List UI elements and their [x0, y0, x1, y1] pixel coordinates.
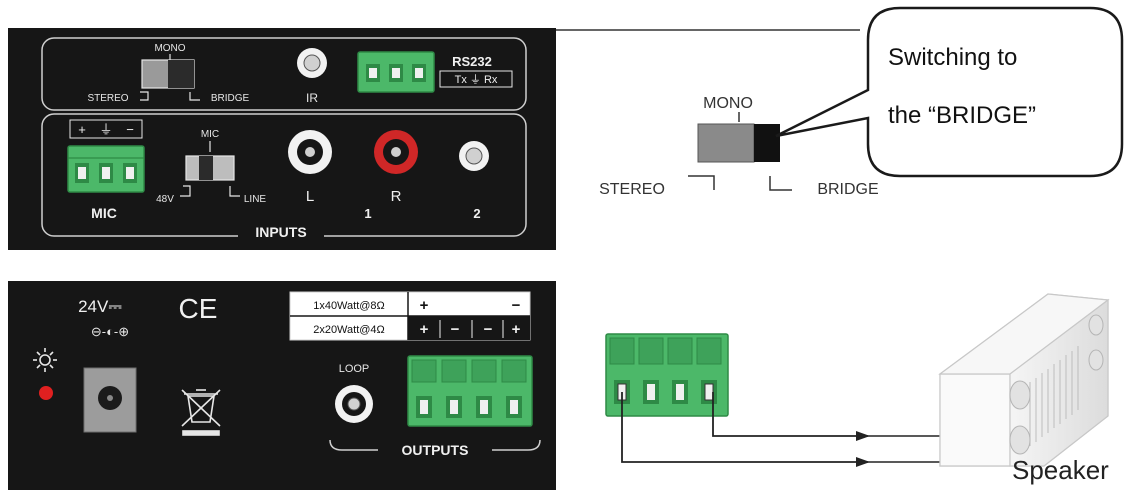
- mic-plus-label: +: [78, 122, 86, 137]
- rca-left-jack[interactable]: L: [288, 130, 332, 205]
- bridge-callout: [775, 6, 1124, 178]
- power-led: [39, 386, 53, 400]
- outputs-row1-plus: +: [420, 297, 429, 314]
- outputs-bracket: [329, 439, 541, 451]
- ir-label: IR: [306, 91, 318, 105]
- wire-negative: [621, 392, 870, 467]
- outputs-row2-minus-b: −: [484, 321, 493, 338]
- detail-mono-label: MONO: [703, 95, 753, 112]
- output-panel: 24V⎓ ⊖-◐-⊕ CE: [8, 281, 556, 498]
- rs232-pins-label: Tx ⏚ Rx: [455, 73, 498, 86]
- outputs-row2-minus-a: −: [451, 321, 460, 338]
- callout-bubble: [775, 6, 1124, 178]
- callout-line-1: Switching to: [888, 44, 1018, 71]
- speaker-label: Speaker: [1012, 455, 1109, 485]
- ce-mark: CE: [179, 293, 218, 324]
- loop-jack[interactable]: LOOP: [335, 363, 373, 423]
- outputs-row1-label: 1x40Watt@8Ω: [313, 300, 385, 312]
- loop-label: LOOP: [339, 363, 370, 375]
- upper-control-group: [41, 37, 527, 111]
- speaker-wiring: [605, 333, 965, 467]
- rs232-title: RS232: [452, 54, 492, 69]
- inputs-label: INPUTS: [255, 224, 306, 240]
- mode-switch-mono-label: MONO: [154, 43, 185, 54]
- output-terminal[interactable]: [407, 355, 533, 427]
- mode-switch-stereo-label: STEREO: [87, 93, 128, 104]
- rs232-terminal[interactable]: [357, 51, 435, 93]
- bridge-switch-detail: MONO STEREO BRIDGE: [599, 95, 879, 198]
- mic-label: MIC: [91, 205, 117, 221]
- power-sun-icon: [33, 348, 57, 372]
- outputs-row2-plus-a: +: [420, 321, 429, 338]
- rca-left-label: L: [306, 188, 314, 205]
- input-panel: MONO STEREO BRIDGE IR RS232 Tx ⏚ Rx: [8, 28, 860, 250]
- mic-switch-mic-label: MIC: [201, 129, 219, 140]
- input-2-label: 2: [473, 206, 480, 221]
- callout-line-2: the “BRIDGE”: [888, 102, 1037, 129]
- outputs-row1-minus: −: [512, 297, 521, 314]
- rca-right-label: R: [391, 188, 402, 205]
- polarity-symbol: ⊖-◐-⊕: [91, 324, 129, 339]
- voltage-label: 24V⎓: [78, 297, 122, 316]
- rca-right-jack[interactable]: R: [374, 130, 418, 205]
- wire-positive: [712, 392, 870, 441]
- outputs-label: OUTPUTS: [402, 442, 469, 458]
- outputs-row2-label: 2x20Watt@4Ω: [313, 324, 385, 336]
- mic-terminal[interactable]: + ⏚ − MIC: [67, 119, 145, 221]
- detail-stereo-label: STEREO: [599, 181, 665, 198]
- mic-switch-line-label: LINE: [244, 194, 267, 205]
- panel-gap: [202, 490, 370, 498]
- mic-switch-48v-label: 48V: [156, 194, 174, 205]
- dc-power-jack[interactable]: [83, 367, 137, 433]
- detail-bridge-label: BRIDGE: [817, 181, 878, 198]
- mic-minus-label: −: [126, 122, 134, 137]
- mode-switch[interactable]: MONO STEREO BRIDGE: [87, 43, 249, 104]
- outputs-table: 1x40Watt@8Ω 2x20Watt@4Ω + − + − − +: [289, 291, 531, 341]
- input-2-jack[interactable]: 2: [459, 141, 489, 221]
- input-1-label: 1: [364, 206, 371, 221]
- mic-line-switch[interactable]: MIC 48V LINE: [156, 129, 266, 205]
- weee-bin-icon: [181, 389, 221, 436]
- outputs-row2-plus-b: +: [512, 321, 521, 338]
- speaker-icon: [938, 293, 1110, 467]
- input-panel-background: [8, 28, 556, 250]
- mode-switch-bridge-label: BRIDGE: [211, 93, 250, 104]
- ir-jack[interactable]: IR: [297, 48, 327, 105]
- mic-ground-label: ⏚: [99, 122, 112, 137]
